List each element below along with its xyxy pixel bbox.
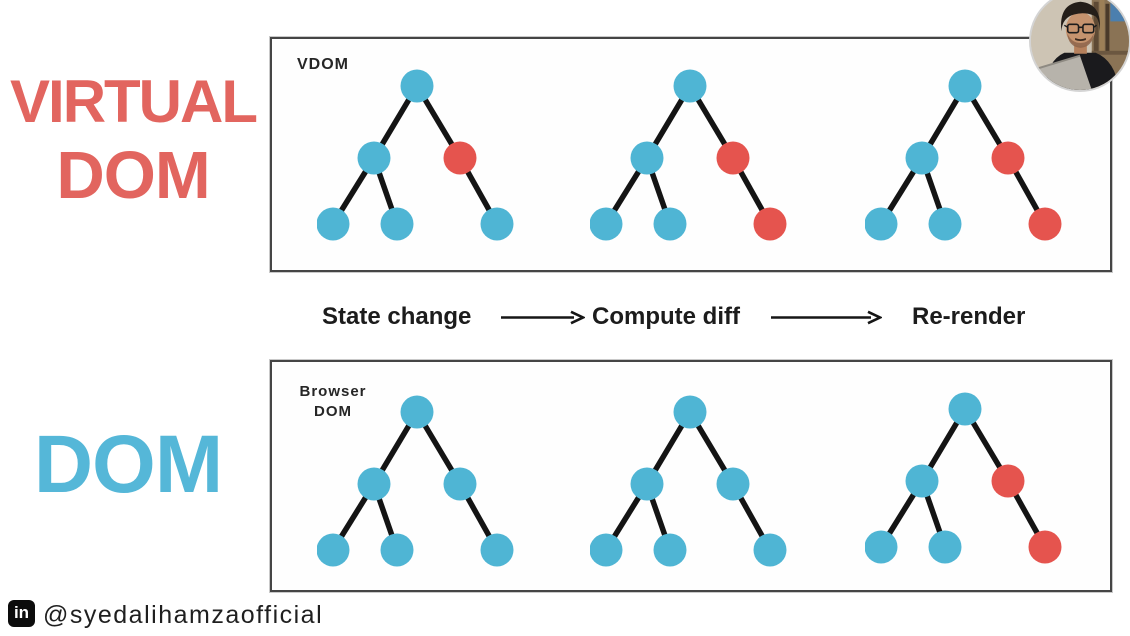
browser-dom-label-line2: DOM [314, 402, 352, 420]
presenter-avatar [1029, 0, 1130, 92]
browser-tree-3 [865, 389, 1075, 567]
arrow-right-icon [501, 310, 585, 325]
vdom-tree-3 [865, 66, 1075, 244]
virtual-dom-title-line2: DOM [56, 138, 210, 213]
virtual-dom-title: VIRTUAL DOM [0, 68, 266, 213]
virtual-dom-title-line1: VIRTUAL [10, 68, 258, 135]
arrow-right-icon [771, 310, 882, 325]
linkedin-handle: @syedalihamzaofficial [43, 601, 324, 629]
vdom-tree-2 [590, 66, 800, 244]
browser-tree-1 [317, 392, 527, 570]
step-re-render: Re-render [912, 303, 1026, 330]
presenter-avatar-illustration [1031, 0, 1129, 90]
step-state-change: State change [322, 303, 472, 330]
vdom-panel-label: VDOM [297, 56, 349, 73]
browser-dom-panel: Browser DOM [270, 360, 1112, 592]
step-compute-diff: Compute diff [592, 303, 740, 330]
vdom-panel: VDOM [270, 37, 1112, 272]
browser-dom-panel-label: Browser DOM [288, 382, 378, 421]
dom-title: DOM [33, 419, 223, 510]
browser-tree-2 [590, 392, 800, 570]
browser-dom-label-line1: Browser [299, 383, 367, 400]
linkedin-icon: in [8, 600, 35, 627]
vdom-tree-1 [317, 66, 527, 244]
